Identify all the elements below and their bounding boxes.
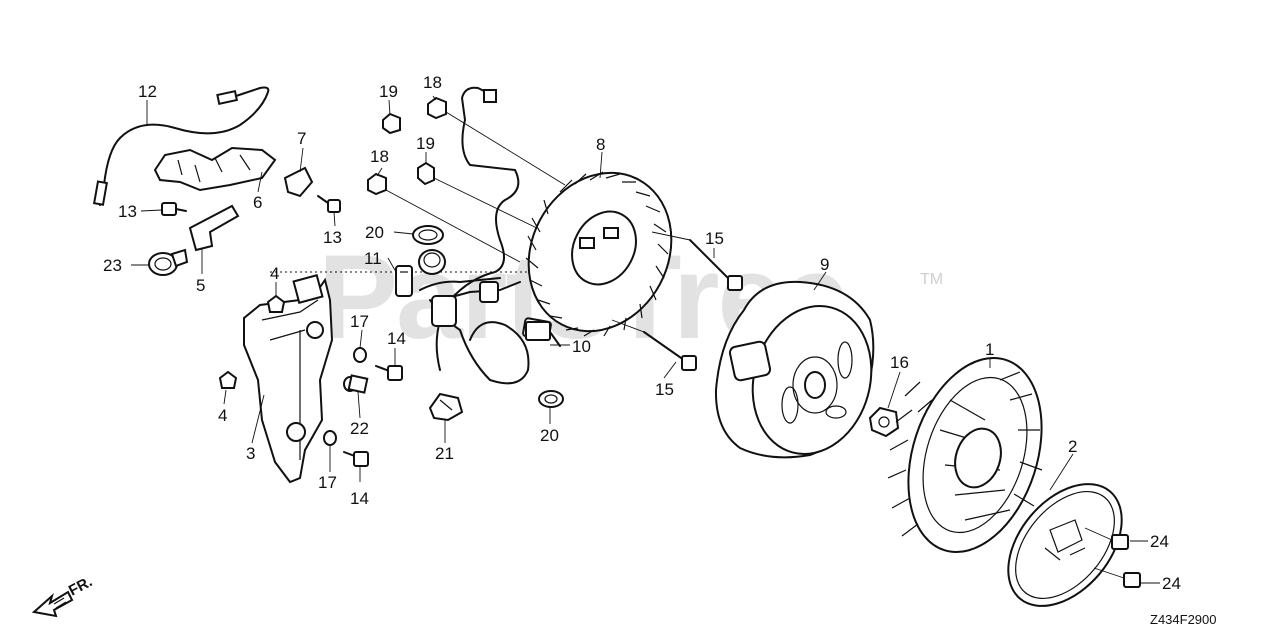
callout-10: 10 bbox=[572, 337, 591, 356]
callout-1: 1 bbox=[985, 340, 994, 359]
part-20-clip-b bbox=[538, 390, 564, 408]
part-17-washer-a bbox=[353, 347, 367, 363]
callout-13a: 13 bbox=[118, 202, 137, 221]
part-17-washer-b bbox=[323, 430, 337, 446]
part-12-wire bbox=[92, 86, 270, 206]
callout-20a: 20 bbox=[365, 223, 384, 242]
part-14-bolt-b bbox=[343, 451, 369, 467]
callout-3: 3 bbox=[246, 444, 255, 463]
part-11-connector bbox=[395, 265, 413, 297]
callout-19b: 19 bbox=[416, 134, 435, 153]
front-arrow-icon: FR. bbox=[31, 573, 95, 618]
callout-7: 7 bbox=[297, 129, 306, 148]
callout-16: 16 bbox=[890, 353, 909, 372]
callout-18a: 18 bbox=[423, 73, 442, 92]
callout-13b: 13 bbox=[323, 228, 342, 247]
callout-17b: 17 bbox=[318, 473, 337, 492]
callout-15a: 15 bbox=[705, 229, 724, 248]
part-20-clip-a bbox=[412, 225, 444, 245]
part-2-plate bbox=[1007, 483, 1123, 607]
callouts: 12 6 7 13 13 23 5 4 4 3 17 14 22 17 14 1… bbox=[103, 73, 1181, 593]
callout-19a: 19 bbox=[379, 82, 398, 101]
callout-15b: 15 bbox=[655, 380, 674, 399]
watermark-trademark: TM bbox=[920, 271, 943, 288]
callout-4b: 4 bbox=[218, 406, 227, 425]
part-10-connector bbox=[525, 321, 570, 346]
part-3-cover bbox=[243, 274, 334, 484]
callout-8: 8 bbox=[596, 135, 605, 154]
part-15-bolt-b bbox=[611, 319, 697, 371]
part-13-bolt-b bbox=[317, 195, 341, 213]
part-14-bolt-a bbox=[375, 365, 403, 381]
part-9-rotor bbox=[714, 280, 875, 459]
callout-9: 9 bbox=[820, 255, 829, 274]
diagram-code: Z434F2900 bbox=[1150, 612, 1217, 627]
callout-20b: 20 bbox=[540, 426, 559, 445]
leader-lines bbox=[131, 95, 1160, 584]
part-5-plate bbox=[188, 204, 240, 252]
part-18-nut-b bbox=[367, 172, 521, 263]
callout-6: 6 bbox=[253, 193, 262, 212]
callout-2: 2 bbox=[1068, 437, 1077, 456]
part-18-nut-a bbox=[427, 96, 566, 186]
callout-5: 5 bbox=[196, 276, 205, 295]
callout-17a: 17 bbox=[350, 312, 369, 331]
part-22-spacer bbox=[343, 374, 369, 394]
callout-12: 12 bbox=[138, 82, 157, 101]
part-13-bolt-a bbox=[161, 202, 187, 216]
part-19-nut-b bbox=[417, 161, 546, 233]
part-15-bolt-a bbox=[651, 231, 743, 291]
callout-21: 21 bbox=[435, 444, 454, 463]
part-23-clamp bbox=[148, 248, 189, 276]
callout-14a: 14 bbox=[387, 329, 406, 348]
part-24-bolt-b bbox=[1093, 567, 1141, 588]
part-16-nut bbox=[868, 406, 900, 438]
callout-23: 23 bbox=[103, 256, 122, 275]
callout-24b: 24 bbox=[1162, 574, 1181, 593]
part-4-nut-b bbox=[218, 370, 238, 389]
part-21-clip bbox=[428, 392, 464, 422]
part-4-nut-a bbox=[266, 294, 286, 313]
callout-14b: 14 bbox=[350, 489, 369, 508]
callout-18b: 18 bbox=[370, 147, 389, 166]
callout-11: 11 bbox=[364, 249, 382, 268]
part-19-nut-a bbox=[382, 112, 401, 135]
part-8-stator bbox=[525, 171, 673, 337]
callout-24a: 24 bbox=[1150, 532, 1169, 551]
callout-22: 22 bbox=[350, 419, 369, 438]
part-6-bracket bbox=[153, 146, 277, 192]
callout-4a: 4 bbox=[270, 264, 279, 283]
grommet bbox=[418, 249, 446, 275]
part-7-clip bbox=[283, 166, 314, 198]
part-24-bolt-a bbox=[1084, 527, 1129, 550]
part-1-fan bbox=[887, 356, 1043, 554]
